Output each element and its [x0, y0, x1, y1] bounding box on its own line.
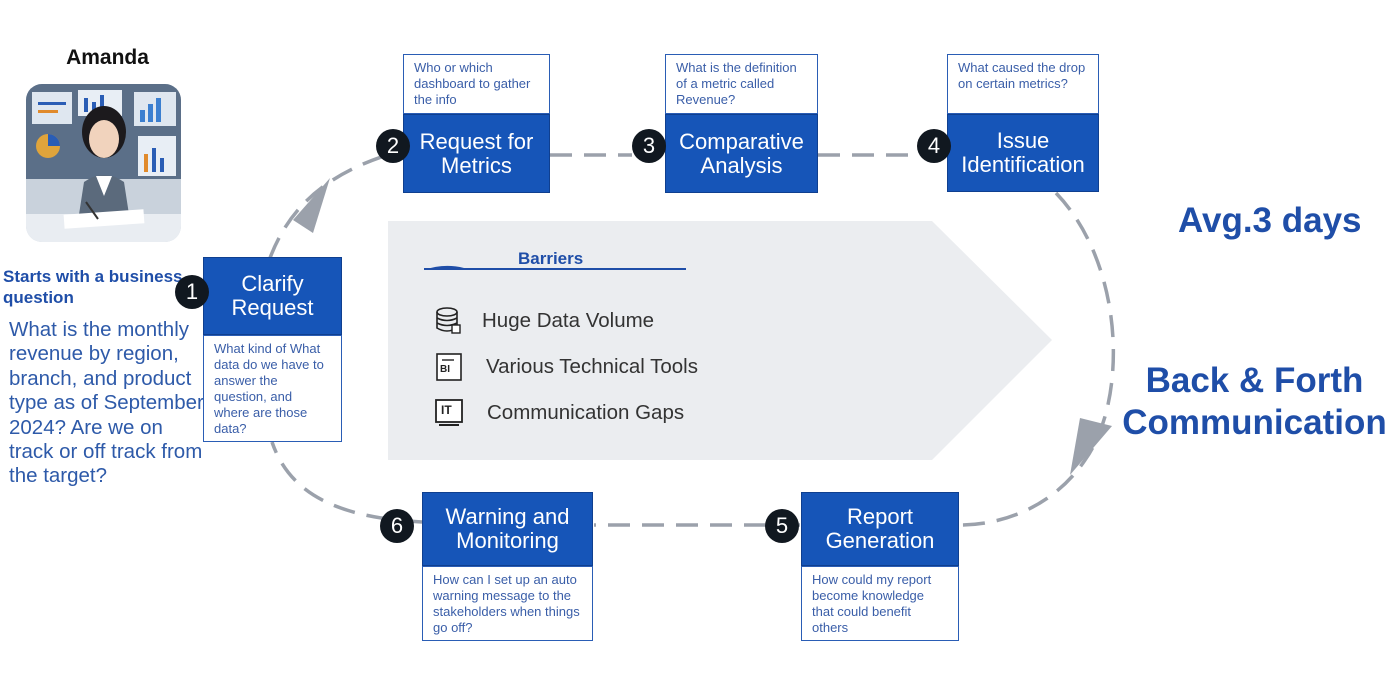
step-report-generation-note: How could my report become knowledge tha…: [801, 566, 959, 641]
barriers-panel: [388, 221, 1052, 460]
persona-name: Amanda: [66, 46, 149, 69]
step-report-generation[interactable]: Report Generation: [801, 492, 959, 566]
barrier-item-communication-gaps: Communication Gaps: [487, 401, 685, 424]
avatar: [26, 84, 181, 242]
step-warning-monitoring[interactable]: Warning and Monitoring: [422, 492, 593, 566]
barrier-item-technical-tools: Various Technical Tools: [486, 355, 698, 378]
step-number-6: 6: [380, 509, 414, 543]
bi-icon-text: BI: [440, 364, 450, 375]
step-issue-identification-note: What caused the drop on certain metrics?: [947, 54, 1099, 114]
step-issue-identification[interactable]: Issue Identification: [947, 114, 1099, 192]
step-number-1: 1: [175, 275, 209, 309]
bi-tool-icon: BI: [436, 353, 462, 381]
step-number-2: 2: [376, 129, 410, 163]
loop-segment-1-2: [268, 148, 405, 259]
it-monitor-icon: IT: [435, 399, 463, 427]
barrier-item-data-volume: Huge Data Volume: [482, 309, 655, 332]
step-warning-monitoring-note: How can I set up an auto warning message…: [422, 566, 593, 641]
step-number-3: 3: [632, 129, 666, 163]
it-icon-text: IT: [441, 403, 452, 417]
step-request-for-metrics[interactable]: Request for Metrics: [403, 114, 550, 193]
loop-arrow-down: [1070, 418, 1112, 475]
step-comparative-analysis-note: What is the definition of a metric calle…: [665, 54, 818, 114]
database-icon: [436, 307, 461, 334]
business-question: What is the monthly revenue by region, b…: [9, 318, 209, 488]
communication-pattern: Back & Forth Communication: [1122, 361, 1387, 442]
step-number-5: 5: [765, 509, 799, 543]
loop-segment-4-5: [959, 191, 1116, 527]
loop-segment-6-1: [270, 441, 423, 524]
step-request-metrics-note: Who or which dashboard to gather the inf…: [403, 54, 550, 114]
step-comparative-analysis[interactable]: Comparative Analysis: [665, 114, 818, 193]
step-clarify-request[interactable]: Clarify Request: [203, 257, 342, 335]
barriers-underline: [424, 268, 686, 270]
step-number-4: 4: [917, 129, 951, 163]
loop-arrow-up: [293, 178, 330, 233]
persona-intro: Starts with a business question: [3, 267, 183, 307]
step-clarify-request-note: What kind of What data do we have to ans…: [203, 335, 342, 442]
barriers-title: Barriers: [518, 249, 584, 268]
average-duration: Avg.3 days: [1178, 201, 1362, 240]
